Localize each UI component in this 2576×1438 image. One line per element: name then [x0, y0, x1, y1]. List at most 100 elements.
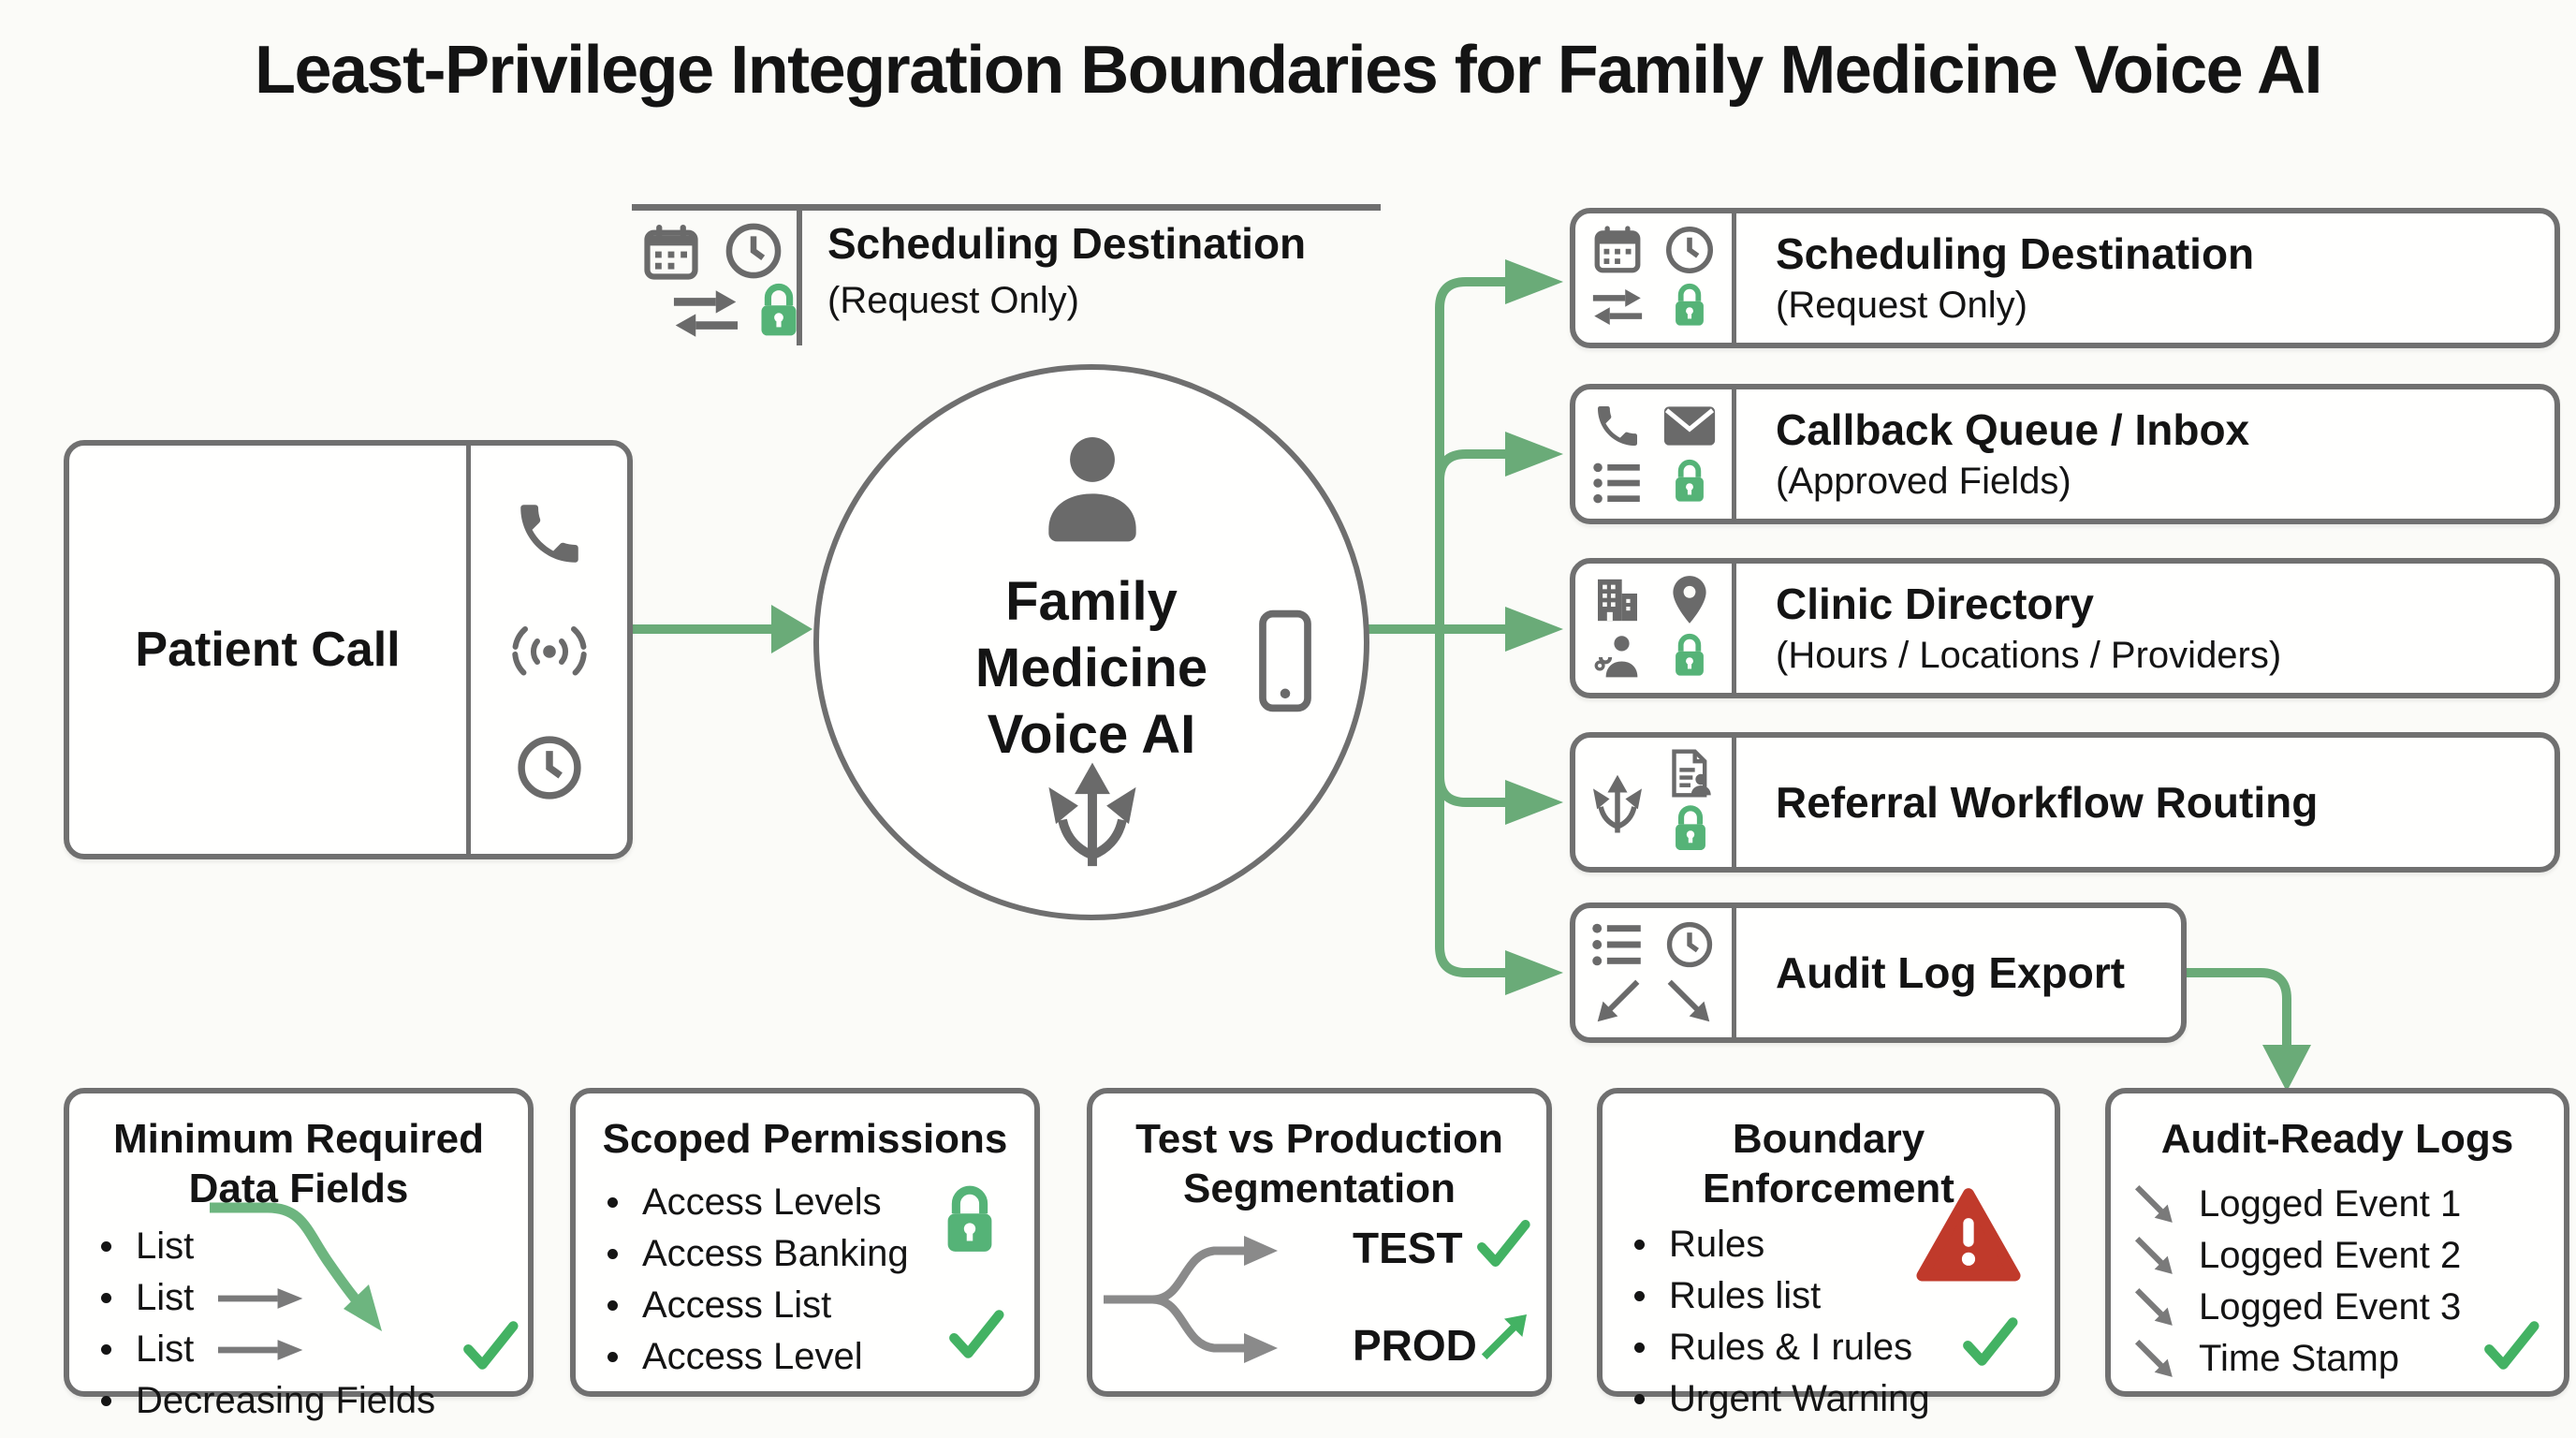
checkmark-icon [2484, 1321, 2539, 1370]
arrow-down-right-icon [1667, 979, 1710, 1021]
bullet-dot [101, 1344, 111, 1355]
voice-ai-hub: Family Medicine Voice AI [813, 364, 1369, 920]
bullet-dot [1634, 1291, 1645, 1301]
hub-label-line3: Voice AI [987, 704, 1196, 765]
bottom-box-minimum-fields: Minimum Required Data Fields List List L… [64, 1088, 534, 1421]
fork-split-icon [1104, 1236, 1278, 1363]
list-item-label: Access Banking [642, 1233, 909, 1274]
bullet-dot [1634, 1343, 1645, 1353]
list-item: Time Stamp [2133, 1333, 2564, 1385]
list-item-label: Logged Event 1 [2199, 1183, 2462, 1225]
bullet-dot [607, 1352, 618, 1362]
test-label: TEST [1353, 1224, 1463, 1272]
bullet-dot [607, 1300, 618, 1311]
boundary-title-line1: Boundary [1732, 1116, 1925, 1162]
phone-icon [1597, 405, 1637, 446]
page-title: Least-Privilege Integration Boundaries f… [254, 33, 2323, 108]
envelope-icon [1664, 405, 1716, 446]
list-item: Access Banking [607, 1228, 1034, 1280]
doctor-icon [1594, 635, 1638, 677]
checkmark-icon [1963, 1317, 2018, 1366]
broadcast-icon [511, 625, 587, 677]
list-item: Rules list [1634, 1270, 2055, 1322]
list-item-label: Logged Event 3 [2199, 1286, 2462, 1328]
segmentation-title: Test vs Production Segmentation [1092, 1114, 1546, 1213]
minimum-fields-title-line1: Minimum Required [112, 1116, 485, 1162]
list-item-label: List [136, 1277, 195, 1318]
right-box-callback-queue: Callback Queue / Inbox (Approved Fields) [1570, 384, 2560, 524]
hub-label-line2: Medicine [974, 638, 1208, 698]
lock-icon [1675, 805, 1705, 851]
clock-icon [725, 223, 782, 279]
trend-up-arrow-icon [1481, 1314, 1527, 1360]
right-box-1-title: Scheduling Destination [1776, 229, 2255, 278]
warning-triangle-icon [1916, 1188, 2021, 1282]
bullet-dot [1634, 1394, 1645, 1404]
segmentation-title-line1: Test vs Production [1135, 1116, 1503, 1162]
scoped-permissions-title: Scoped Permissions [602, 1116, 1008, 1162]
segmentation-title-line2: Segmentation [1183, 1166, 1456, 1211]
document-person-icon [1671, 749, 1711, 798]
right-box-5-icons [1575, 908, 1736, 1037]
lock-icon [1676, 459, 1705, 502]
bullet-dot [1634, 1240, 1645, 1250]
clock-icon [1666, 226, 1714, 273]
list-item-label: Rules & I rules [1669, 1327, 1913, 1368]
bullet-dot [101, 1241, 111, 1252]
building-icon [1597, 579, 1637, 621]
right-box-2-subtitle: (Approved Fields) [1776, 461, 2071, 502]
list-item-label: Rules [1669, 1224, 1765, 1265]
list-item: Rules & I rules [1634, 1322, 2055, 1373]
right-box-audit-log-export: Audit Log Export [1570, 902, 2187, 1043]
list-item-label: Decreasing Fields [136, 1380, 436, 1421]
list-item: Logged Event 3 [2133, 1282, 2564, 1333]
right-box-clinic-directory: Clinic Directory (Hours / Locations / Pr… [1570, 558, 2560, 698]
right-arrow-icon [218, 1339, 303, 1360]
checkmark-icon [949, 1310, 1004, 1358]
hub-label-line1: Family [1005, 571, 1178, 632]
lock-icon [761, 283, 797, 336]
list-item: Access Level [607, 1331, 1034, 1383]
list-item: Logged Event 2 [2133, 1230, 2564, 1282]
calendar-icon [1594, 225, 1641, 272]
list-icon [1593, 462, 1640, 503]
lock-icon [947, 1185, 992, 1252]
bottom-box-scoped-permissions: Scoped Permissions Access Levels Access … [570, 1088, 1040, 1397]
list-item-label: Time Stamp [2199, 1338, 2400, 1379]
bullet-dot [101, 1293, 111, 1303]
annotation-subtitle: (Request Only) [827, 280, 1079, 321]
annotation-rule-line [632, 204, 1381, 211]
arrow-down-right-icon [2134, 1184, 2173, 1223]
checkmark-icon [1477, 1220, 1530, 1267]
list-item: List [101, 1324, 528, 1375]
right-box-4-title: Referral Workflow Routing [1776, 778, 2319, 827]
list-item: Urgent Warning [1634, 1373, 2055, 1425]
swap-arrows-icon [1592, 288, 1642, 325]
audit-logs-title: Audit-Ready Logs [2160, 1116, 2514, 1162]
boundary-title-line2: Enforcement [1703, 1166, 1954, 1211]
minimum-fields-title: Minimum Required Data Fields [69, 1114, 528, 1213]
arrow-down-left-icon [1597, 979, 1640, 1021]
right-box-3-subtitle: (Hours / Locations / Providers) [1776, 635, 2282, 676]
patient-call-box: Patient Call [64, 440, 633, 859]
arrow-down-right-icon [2134, 1287, 2173, 1326]
right-box-4-icons [1575, 738, 1736, 867]
location-pin-icon [1673, 575, 1706, 624]
list-item: Decreasing Fields [101, 1375, 528, 1427]
swap-arrows-icon [673, 290, 739, 337]
annotation-divider-line [797, 207, 802, 345]
list-item: Access Levels [607, 1177, 1034, 1228]
smartphone-icon [1259, 609, 1311, 712]
list-item: List [101, 1221, 528, 1272]
annotation-title: Scheduling Destination [827, 219, 1307, 268]
right-box-5-title: Audit Log Export [1776, 948, 2126, 997]
right-arrow-icon [218, 1287, 303, 1309]
lock-icon [1676, 633, 1705, 676]
list-item-label: Access List [642, 1284, 832, 1326]
list-item-label: Urgent Warning [1669, 1378, 1930, 1419]
bullet-dot [607, 1249, 618, 1259]
list-item-label: Access Levels [642, 1181, 882, 1223]
bullet-dot [101, 1396, 111, 1406]
